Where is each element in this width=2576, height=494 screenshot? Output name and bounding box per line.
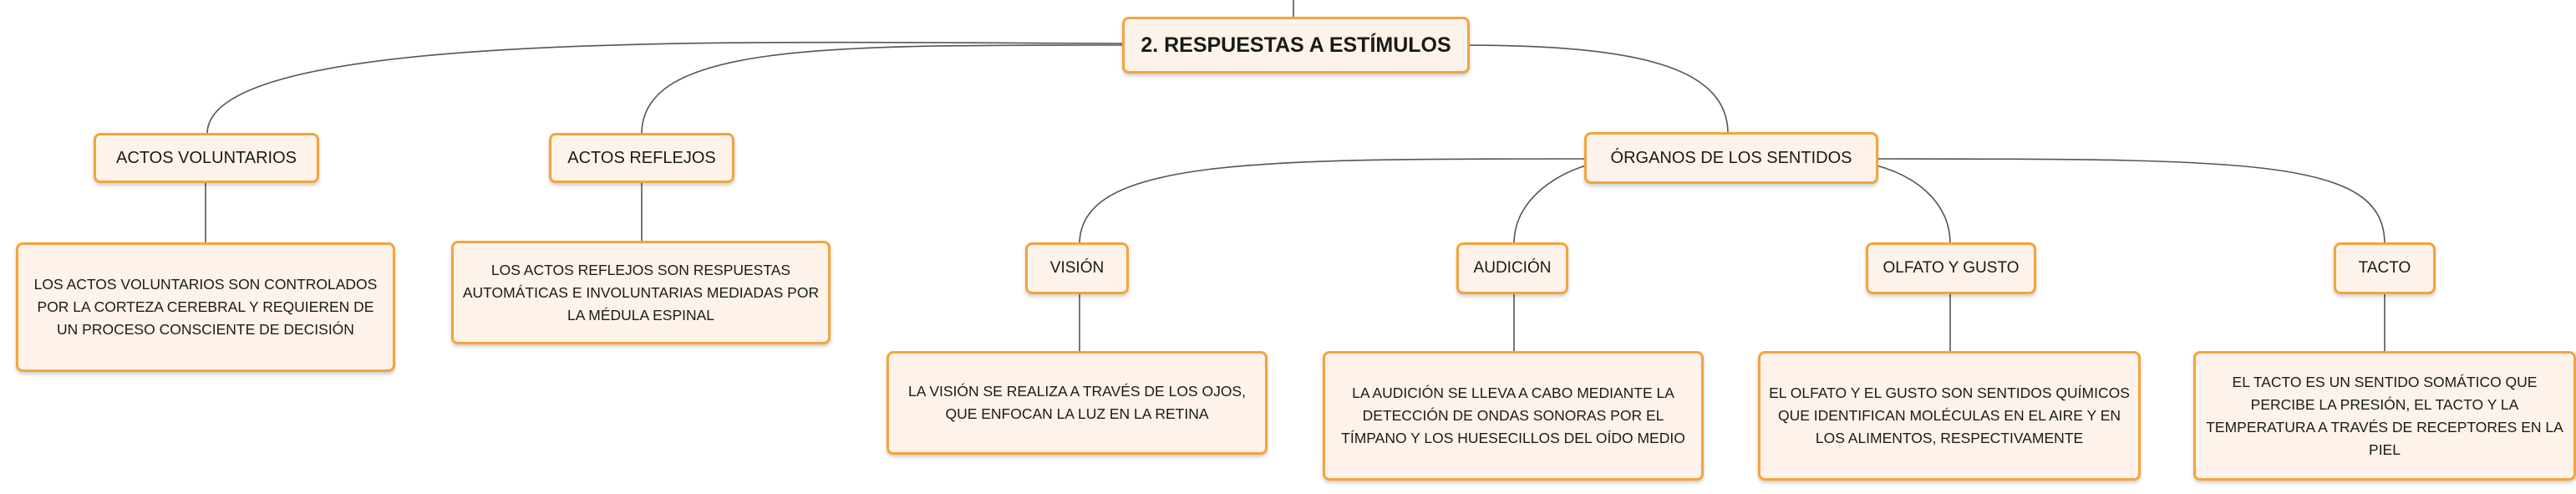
node-organos-sentidos[interactable]: ÓRGANOS DE LOS SENTIDOS	[1584, 132, 1878, 184]
node-tacto-label: TACTO	[2358, 259, 2411, 277]
node-olfato-gusto-detail-text: EL OLFATO Y EL GUSTO SON SENTIDOS QUÍMIC…	[1769, 385, 2130, 446]
node-tacto[interactable]: TACTO	[2334, 242, 2436, 294]
node-actos-voluntarios-label: ACTOS VOLUNTARIOS	[116, 148, 297, 167]
node-actos-reflejos-detail[interactable]: LOS ACTOS REFLEJOS SON RESPUESTAS AUTOMÁ…	[451, 241, 831, 344]
node-actos-voluntarios-detail-text: LOS ACTOS VOLUNTARIOS SON CONTROLADOS PO…	[33, 276, 378, 338]
node-vision-detail-text: LA VISIÓN SE REALIZA A TRAVÉS DE LOS OJO…	[908, 383, 1246, 422]
node-vision-detail[interactable]: LA VISIÓN SE REALIZA A TRAVÉS DE LOS OJO…	[887, 351, 1268, 455]
node-actos-voluntarios[interactable]: ACTOS VOLUNTARIOS	[94, 133, 319, 183]
root-node-label: 2. RESPUESTAS A ESTÍMULOS	[1141, 33, 1451, 57]
node-audicion-label: AUDICIÓN	[1473, 259, 1552, 277]
node-audicion-detail[interactable]: LA AUDICIÓN SE LLEVA A CABO MEDIANTE LA …	[1323, 351, 1704, 481]
node-actos-voluntarios-detail[interactable]: LOS ACTOS VOLUNTARIOS SON CONTROLADOS PO…	[16, 242, 395, 372]
node-olfato-gusto-label: OLFATO Y GUSTO	[1882, 259, 2020, 277]
node-actos-reflejos-detail-text: LOS ACTOS REFLEJOS SON RESPUESTAS AUTOMÁ…	[462, 261, 820, 323]
node-audicion[interactable]: AUDICIÓN	[1456, 242, 1568, 294]
connector-root-sentidos	[1463, 44, 1729, 135]
connector-sentidos-vision	[1079, 158, 1587, 245]
node-vision-label: VISIÓN	[1049, 259, 1105, 277]
node-tacto-detail[interactable]: EL TACTO ES UN SENTIDO SOMÁTICO QUE PERC…	[2193, 351, 2576, 481]
node-audicion-detail-text: LA AUDICIÓN SE LLEVA A CABO MEDIANTE LA …	[1341, 385, 1685, 446]
root-node[interactable]: 2. RESPUESTAS A ESTÍMULOS	[1122, 17, 1470, 74]
node-actos-reflejos[interactable]: ACTOS REFLEJOS	[549, 133, 734, 183]
node-tacto-detail-text: EL TACTO ES UN SENTIDO SOMÁTICO QUE PERC…	[2206, 373, 2563, 458]
node-organos-sentidos-label: ÓRGANOS DE LOS SENTIDOS	[1610, 148, 1852, 167]
connector-root-reflejos	[641, 44, 1137, 135]
node-vision[interactable]: VISIÓN	[1025, 242, 1129, 294]
connector-sentidos-audicion	[1513, 165, 1587, 245]
node-olfato-gusto[interactable]: OLFATO Y GUSTO	[1866, 242, 2036, 294]
node-actos-reflejos-label: ACTOS REFLEJOS	[567, 148, 716, 167]
connector-root-voluntarios	[206, 41, 1137, 135]
node-olfato-gusto-detail[interactable]: EL OLFATO Y EL GUSTO SON SENTIDOS QUÍMIC…	[1758, 351, 2141, 481]
connector-sentidos-olfato	[1876, 165, 1951, 245]
connector-sentidos-tacto	[1876, 158, 2385, 245]
